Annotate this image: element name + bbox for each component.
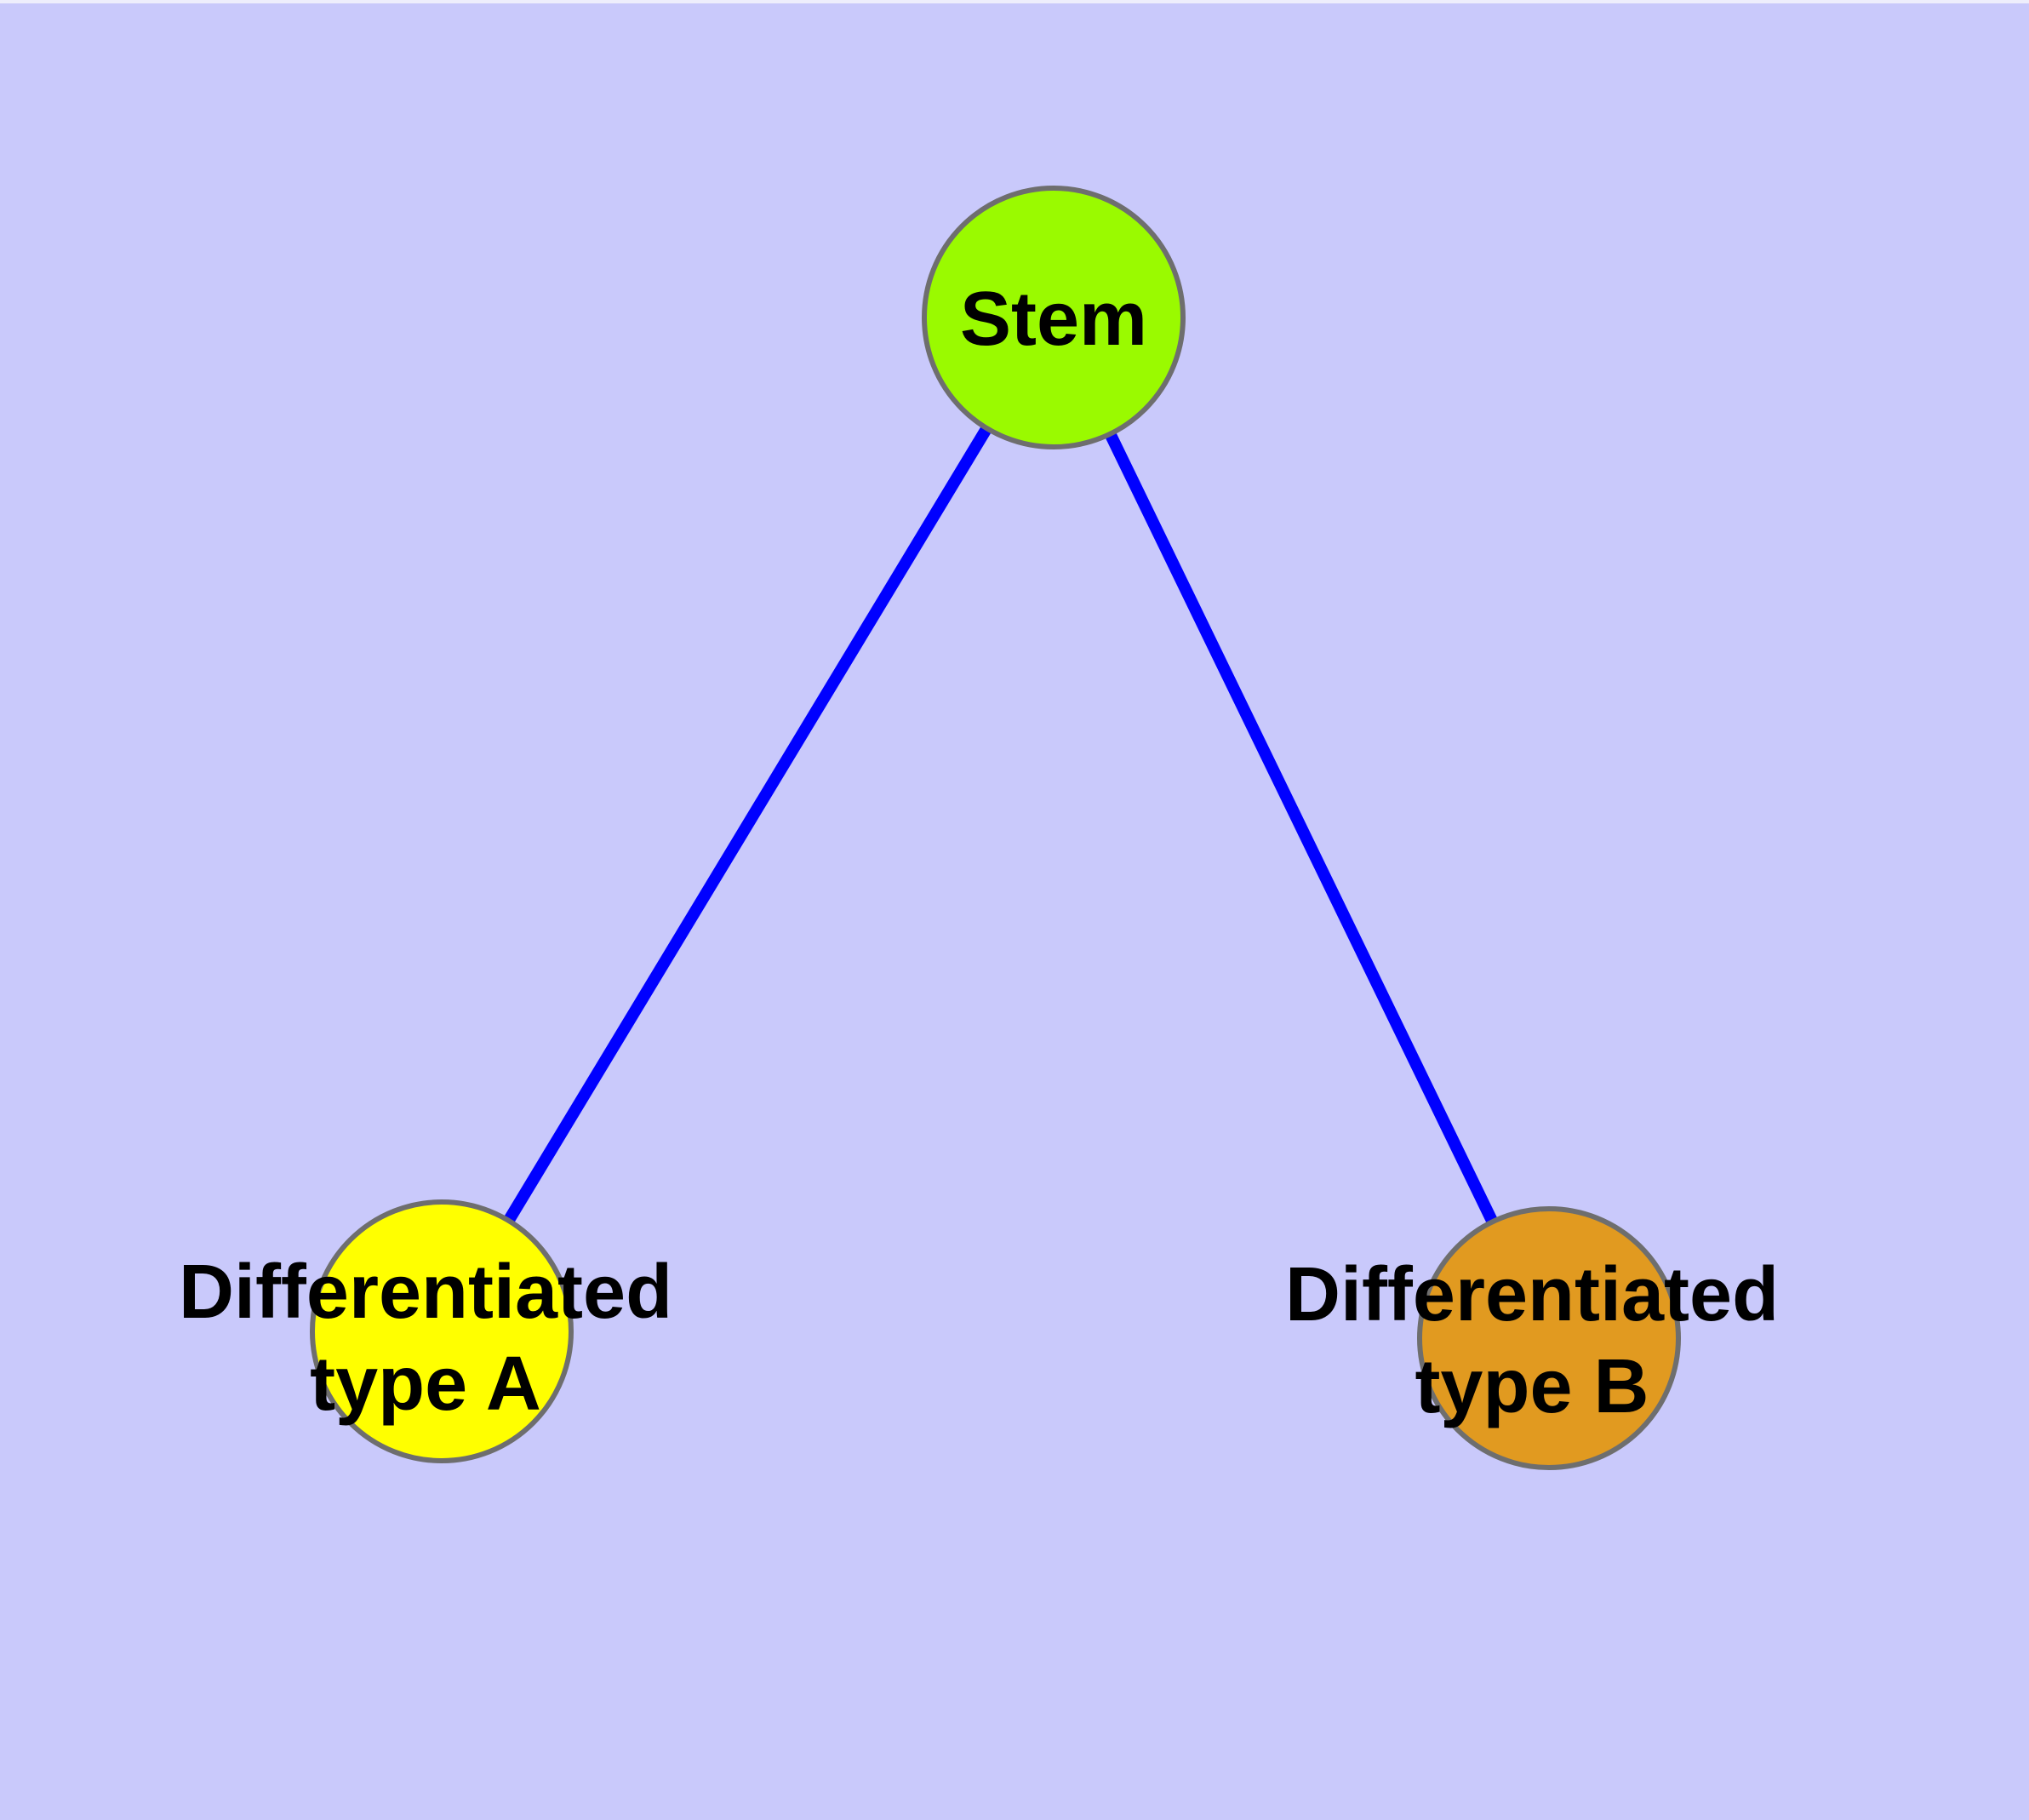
node-label-type-a: Differentiated type A [178,1250,673,1427]
top-edge-strip [0,0,2029,3]
edge-stem-to-type-a [437,314,1059,1335]
edge-stem-to-type-b [1048,314,1555,1342]
node-circle-type-b [1417,1206,1681,1470]
node-label-type-b: Differentiated type B [1284,1252,1780,1429]
node-circle-stem [922,186,1186,449]
node-circle-type-a [310,1199,574,1463]
node-label-stem: Stem [959,277,1148,362]
